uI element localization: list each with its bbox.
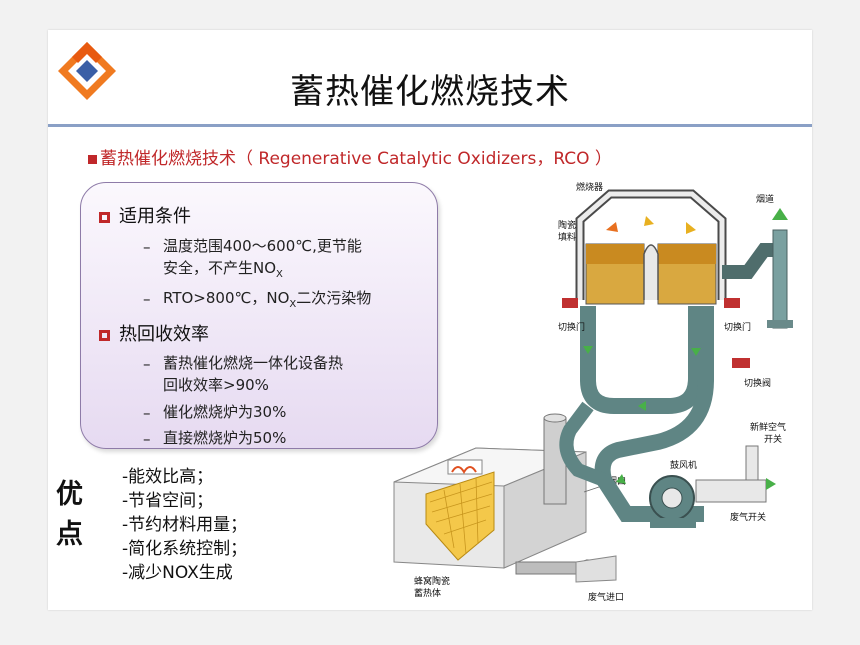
conditions-heading-text: 适用条件 — [119, 206, 191, 227]
label-exhaust-switch: 废气开关 — [730, 511, 766, 523]
condition-line-1b: 安全，不产生NOX — [163, 257, 283, 286]
label-fresh-air-2: 开关 — [764, 433, 782, 445]
advantages-label-2: 点 — [56, 519, 83, 550]
slide-subtitle: 蓄热催化燃烧技术（ Regenerative Catalytic Oxidize… — [88, 144, 612, 169]
subscript: X — [276, 269, 283, 280]
label-fresh-air-1: 新鲜空气 — [750, 421, 786, 433]
label-ceramic-2: 填料 — [558, 231, 576, 243]
conditions-box: 适用条件 – 温度范围400～600℃,更节能 安全，不产生NOX – RTO>… — [80, 182, 438, 449]
slide-title: 蓄热催化燃烧技术 — [290, 72, 570, 112]
heat-line-1a: 蓄热催化燃烧一体化设备热 — [163, 354, 344, 372]
company-logo-icon — [58, 42, 116, 100]
label-inlet: 废气进口 — [588, 591, 624, 603]
label-chimney: 烟道 — [756, 193, 774, 205]
advantage-item-3: -节约材料用量； — [122, 515, 248, 535]
condition-line-2: RTO>800℃，NOX二次污染物 — [163, 287, 371, 316]
condition-line-2-pre: RTO>800℃，NO — [163, 289, 290, 307]
title-divider — [48, 124, 812, 127]
condition-line-1a: 温度范围400～600℃,更节能 — [163, 237, 362, 255]
slide: 蓄热催化燃烧技术 蓄热催化燃烧技术（ Regenerative Catalyti… — [48, 30, 812, 610]
rco-equipment-illustration: 烟囱 蜂窝陶瓷 蓄热体 废气进口 — [393, 413, 626, 603]
subtitle-text: 蓄热催化燃烧技术（ Regenerative Catalytic Oxidize… — [100, 149, 612, 169]
advantages-label: 优点 — [56, 475, 90, 555]
heat-heading-text: 热回收效率 — [119, 324, 209, 345]
subscript: X — [289, 299, 297, 310]
label-switch-valve: 切换阀 — [744, 377, 771, 389]
dash-bullet: – — [143, 430, 151, 448]
condition-line-2-post: 二次污染物 — [296, 289, 372, 307]
square-bullet-icon — [99, 212, 110, 223]
label-switch-door-left: 切换门 — [558, 321, 585, 333]
dash-bullet: – — [143, 355, 151, 373]
label-ceramic-1: 陶瓷 — [558, 219, 576, 231]
heat-line-2: 催化燃烧炉为30% — [163, 403, 287, 421]
label-honeycomb-2: 蓄热体 — [414, 587, 441, 599]
advantages-label-1: 优 — [56, 479, 83, 510]
advantage-item-1: -能效比高； — [122, 467, 214, 487]
label-honeycomb-1: 蜂窝陶瓷 — [414, 575, 450, 587]
dash-bullet: – — [143, 404, 151, 422]
square-bullet-icon — [99, 330, 110, 341]
heat-line-1b: 回收效率>90% — [163, 376, 269, 394]
square-bullet-icon — [88, 154, 97, 164]
advantage-item-4: -简化系统控制； — [122, 539, 248, 559]
dash-bullet: – — [143, 290, 151, 308]
label-burner: 燃烧器 — [576, 181, 603, 193]
label-blower: 鼓风机 — [670, 459, 697, 471]
condition-line-1b-text: 安全，不产生NO — [163, 259, 277, 277]
advantage-item-5: -减少NOX生成 — [122, 563, 233, 583]
advantage-item-2: -节省空间； — [122, 491, 214, 511]
dash-bullet: – — [143, 238, 151, 256]
heat-line-3: 直接燃烧炉为50% — [163, 429, 287, 447]
conditions-heading: 适用条件 — [99, 202, 191, 228]
rco-flow-diagram: 燃烧器 陶瓷 填料 烟道 切换门 切换门 切换阀 新鲜空气 开关 鼓风机 废气开… — [558, 181, 793, 528]
label-switch-door-right: 切换门 — [724, 321, 751, 333]
heat-heading: 热回收效率 — [99, 320, 209, 346]
